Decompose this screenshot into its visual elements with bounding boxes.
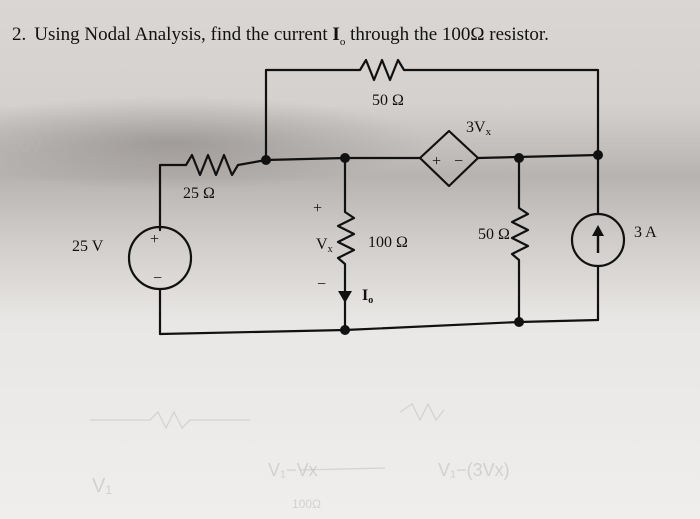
pencil-sketch — [90, 402, 445, 471]
right-resistor — [510, 156, 530, 324]
vx-minus-label: − — [317, 276, 326, 293]
dependent-source — [418, 129, 480, 188]
top-wire — [264, 58, 600, 162]
dep-source-label-sub: x — [486, 126, 492, 138]
io-label: Io — [362, 287, 373, 306]
node-dot-bottom-middle — [340, 325, 350, 335]
source-minus-label: − — [153, 270, 162, 287]
current-source-arrow — [592, 225, 604, 253]
vx-label-main: V — [316, 236, 328, 253]
question-number: 2. — [12, 24, 27, 45]
pencil-note-bottom-right: V₁−(3Vx) — [438, 460, 510, 480]
left-resistor-label: 25 Ω — [183, 185, 215, 202]
left-resistor-wire — [158, 153, 268, 232]
node-dot-top-left — [261, 155, 271, 165]
io-label-main: I — [362, 287, 368, 304]
dep-source-label-main: 3V — [466, 119, 486, 136]
pencil-note-bottom-mid: V₁−Vx — [268, 460, 318, 480]
question-text-before: Using Nodal Analysis, find the current — [34, 24, 333, 45]
source-plus-label: + — [150, 231, 159, 248]
dep-source-plus: + — [432, 153, 441, 170]
bottom-wire — [158, 318, 600, 336]
pencil-note-left: 100V — [0, 136, 42, 156]
current-subscript: o — [339, 35, 346, 48]
question-text: 2. Using Nodal Analysis, find the current… — [12, 24, 549, 48]
pencil-note-bottom-mid2: 100Ω — [292, 497, 321, 511]
dep-source-right-wire — [476, 153, 600, 160]
pencil-note-bottom-left: V₁ — [92, 475, 112, 497]
current-source-label: 3 A — [634, 224, 657, 241]
middle-resistor-label: 100 Ω — [368, 234, 408, 251]
node-dot-middle — [340, 153, 350, 163]
current-source — [570, 212, 626, 268]
dep-source-minus: − — [454, 153, 463, 170]
current-symbol: I — [332, 24, 340, 45]
node-dot-bottom-right — [514, 317, 524, 327]
question-text-after: through the 100Ω resistor. — [345, 24, 549, 45]
dep-source-label: 3Vx — [466, 119, 492, 138]
source-voltage-label: 25 V — [72, 238, 104, 255]
io-arrow — [338, 291, 352, 303]
node-dot-right-resistor-top — [514, 153, 524, 163]
top-resistor-label: 50 Ω — [372, 92, 404, 109]
middle-resistor — [336, 156, 356, 332]
vx-label: Vx — [316, 236, 333, 255]
node-dot-top-right — [593, 150, 603, 160]
voltage-source — [127, 225, 193, 291]
vx-label-sub: x — [328, 244, 333, 255]
vx-plus-label: + — [313, 200, 322, 217]
io-label-sub: o — [368, 295, 373, 306]
right-resistor-label: 50 Ω — [478, 226, 510, 243]
